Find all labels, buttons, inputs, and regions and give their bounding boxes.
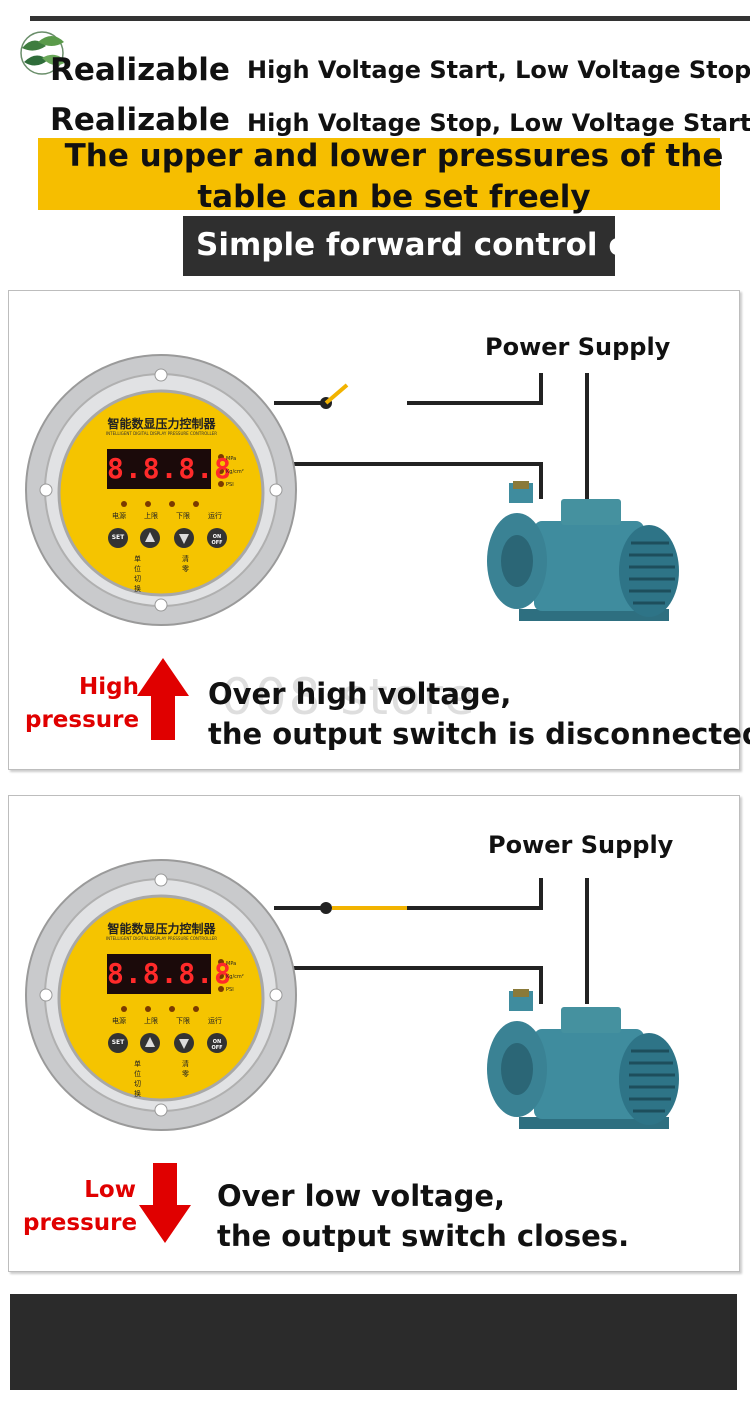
led-label-power: 电源 <box>112 512 126 520</box>
gauge-subtitle: INTELLIGENT DIGITAL DISPLAY PRESSURE CON… <box>105 936 218 941</box>
realizable-heading-2: Realizable <box>50 102 230 138</box>
gauge-title: 智能数显压力控制器 <box>107 922 216 936</box>
gauge-units: MPa Kg/cm² PSI <box>226 453 244 492</box>
high-pressure-message: Over high voltage, the output switch is … <box>208 674 750 754</box>
section-tag-label: Simple forward control cha <box>196 227 615 263</box>
unit-psi: PSI <box>226 987 234 993</box>
top-rule <box>30 16 750 21</box>
feature-banner <box>38 138 720 210</box>
arrow-down-icon <box>139 1163 191 1243</box>
led-label-run: 运行 <box>208 512 222 520</box>
switch-lever-open <box>324 383 349 405</box>
high-pressure-label: High pressure <box>25 671 139 737</box>
water-pump-icon <box>487 989 679 1129</box>
unit-mpa: MPa <box>226 456 237 462</box>
high-label-line-2: pressure <box>25 707 140 733</box>
bottom-dark-bar <box>10 1294 737 1390</box>
gauge-subtitle: INTELLIGENT DIGITAL DISPLAY PRESSURE CON… <box>105 431 218 436</box>
high-label-line-1: High <box>79 674 139 700</box>
led-label-lower: 下限 <box>176 1017 190 1025</box>
power-supply-label: Power Supply <box>485 333 671 361</box>
switch-pivot <box>320 902 332 914</box>
reset-label: 清零 <box>182 1060 189 1078</box>
power-supply-label: Power Supply <box>488 831 674 859</box>
watermark: 008 store <box>221 668 477 726</box>
feature-banner-text: The upper and lower pressures of the tab… <box>38 136 750 218</box>
set-button: SET <box>111 1039 125 1046</box>
unit-mpa: MPa <box>226 961 237 967</box>
gauge-title: 智能数显压力控制器 <box>107 417 216 431</box>
high-message-line-1: Over high voltage, <box>208 677 512 711</box>
wiring-lines <box>274 373 589 499</box>
led-label-upper: 上限 <box>144 512 158 520</box>
low-label-line-1: Low <box>84 1177 136 1203</box>
unit-kgcm: Kg/cm² <box>226 469 244 475</box>
unit-psi: PSI <box>226 482 234 488</box>
low-pressure-label: Low pressure <box>23 1174 138 1240</box>
realizable-desc-2: High Voltage Stop, Low Voltage Start <box>247 109 750 137</box>
high-pressure-panel: Power Supply 智能数显压力控制器 INTEL <box>8 290 750 770</box>
low-message-line-1: Over low voltage, <box>217 1179 506 1213</box>
section-tag: Simple forward control cha <box>183 216 615 276</box>
on-off-button: ON OFF <box>211 1039 223 1051</box>
unit-switch-label: 单位切换 <box>134 1060 141 1098</box>
gauge-led-digits: 8.8.8.8 <box>107 957 233 990</box>
high-message-line-2: the output switch is disconnected <box>208 717 750 751</box>
wiring-diagram-high <box>274 373 589 499</box>
reset-label: 清零 <box>182 555 189 573</box>
low-message-line-2: the output switch closes. <box>217 1219 630 1253</box>
wiring-lines <box>274 878 589 1004</box>
low-pressure-panel: Power Supply 智能数显压力控制器 INTELLIG <box>8 795 740 1272</box>
led-label-lower: 下限 <box>176 512 190 520</box>
gauge-led-digits: 8.8.8.8 <box>107 452 233 485</box>
banner-line-2: table can be set freely <box>197 179 591 215</box>
realizable-desc-1: High Voltage Start, Low Voltage Stop <box>247 56 750 84</box>
on-off-button: ON OFF <box>211 534 223 546</box>
low-pressure-message: Over low voltage, the output switch clos… <box>217 1176 629 1256</box>
wiring-diagram-low <box>274 878 589 1004</box>
realizable-heading-1: Realizable <box>50 52 230 88</box>
unit-kgcm: Kg/cm² <box>226 974 244 980</box>
water-pump-icon <box>487 481 679 621</box>
low-label-line-2: pressure <box>23 1210 138 1236</box>
led-label-power: 电源 <box>112 1017 126 1025</box>
set-button: SET <box>111 534 125 541</box>
gauge-led-labels: 电源 上限 下限 运行 <box>112 511 222 521</box>
led-label-run: 运行 <box>208 1017 222 1025</box>
led-label-upper: 上限 <box>144 1017 158 1025</box>
banner-line-1: The upper and lower pressures of the <box>64 138 724 174</box>
gauge-led-labels: 电源 上限 下限 运行 <box>112 1016 222 1026</box>
arrow-up-icon <box>137 658 189 740</box>
leaf-logo-icon <box>20 31 66 75</box>
unit-switch-label: 单位切换 <box>134 555 141 593</box>
gauge-units: MPa Kg/cm² PSI <box>226 958 244 997</box>
